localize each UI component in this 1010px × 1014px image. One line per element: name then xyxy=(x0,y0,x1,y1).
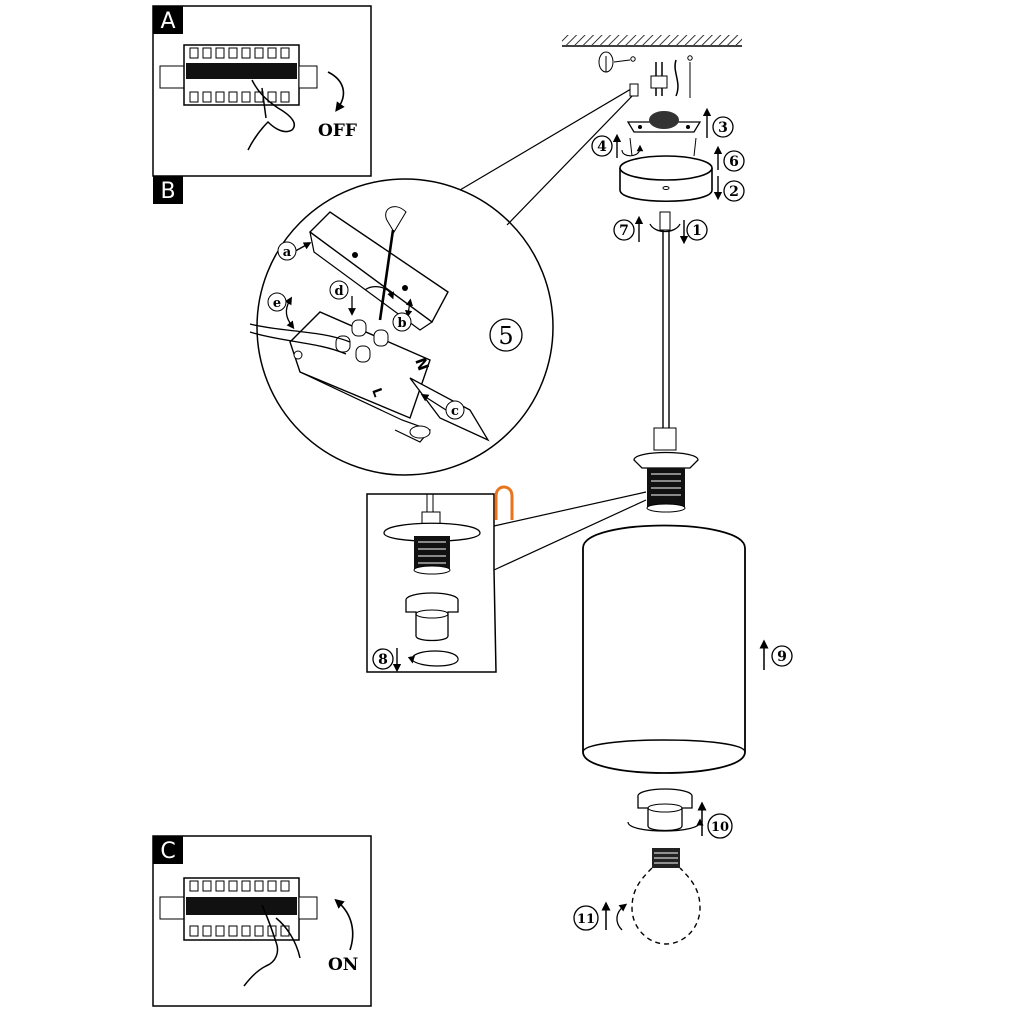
step-3-label: 3 xyxy=(718,120,728,136)
socket-inset xyxy=(366,485,647,673)
lampholder-assembly xyxy=(633,427,699,513)
step-6-label: 6 xyxy=(729,154,739,170)
hand-icon-a xyxy=(247,79,296,151)
detail-letter-a: a xyxy=(283,245,292,260)
lamp-shade xyxy=(582,524,769,774)
step-labels: 1 2 3 4 6 7 8 9 10 11 xyxy=(372,107,793,931)
panel-a-letter: A xyxy=(160,9,175,34)
step-11-label: 11 xyxy=(577,912,595,927)
step-9-label: 9 xyxy=(777,649,787,665)
step-2-label: 2 xyxy=(729,184,739,200)
ceiling-fixings xyxy=(598,51,693,98)
detail-letter-d: d xyxy=(334,284,343,299)
cable-and-gripper xyxy=(649,211,681,428)
mounting-bracket xyxy=(626,111,702,157)
off-label: OFF xyxy=(318,121,357,141)
step-8-label: 8 xyxy=(378,652,388,668)
panel-c: C ON xyxy=(152,835,372,1007)
light-bulb xyxy=(601,848,701,945)
step-4-label: 4 xyxy=(597,139,607,155)
orange-hook-icon xyxy=(494,485,514,520)
panel-b: B xyxy=(153,176,183,204)
switch-off-arrow xyxy=(327,71,345,112)
panel-a: A OFF xyxy=(152,5,372,177)
step-7-label: 7 xyxy=(619,223,629,239)
ceiling xyxy=(562,35,742,47)
shade-ring xyxy=(627,788,707,836)
step-1-label: 1 xyxy=(692,223,702,239)
panel-b-letter: B xyxy=(160,179,175,204)
on-label: ON xyxy=(328,955,358,975)
breaker-panel-a xyxy=(159,44,318,106)
step-10-label: 10 xyxy=(711,820,729,835)
panel-c-letter: C xyxy=(160,839,175,864)
breaker-panel-c xyxy=(159,877,318,941)
detail-letter-b: b xyxy=(397,316,406,331)
detail-number: 5 xyxy=(498,322,513,350)
switch-on-arrow xyxy=(334,898,354,951)
hand-icon-c xyxy=(243,904,301,987)
detail-letter-e: e xyxy=(273,296,281,311)
detail-letter-c: c xyxy=(451,404,459,419)
terminal-n-mark: N xyxy=(411,355,432,373)
ceiling-canopy xyxy=(619,155,713,203)
wiring-detail: a b c d e N L 5 xyxy=(249,83,639,476)
